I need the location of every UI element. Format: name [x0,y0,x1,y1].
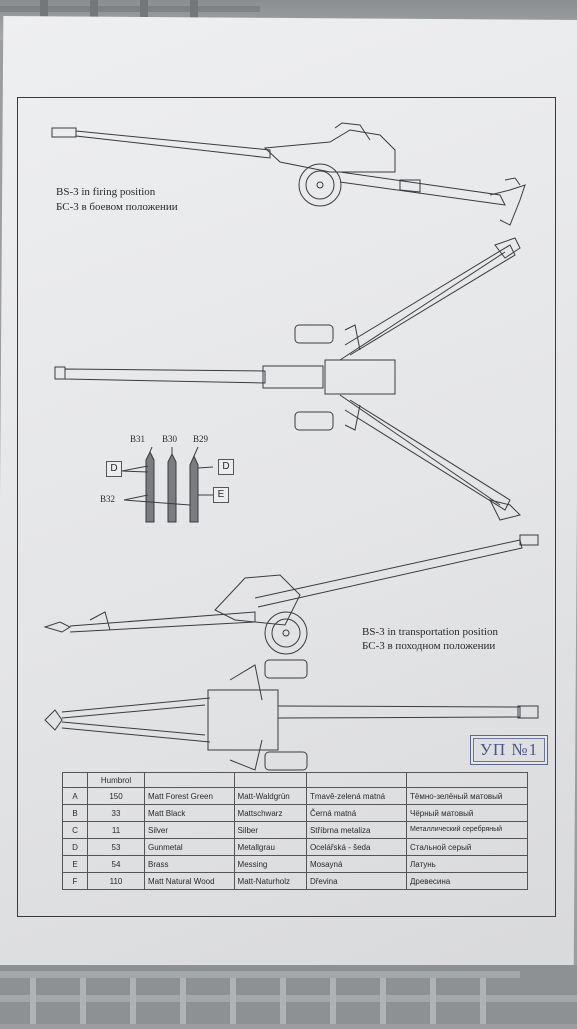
caption-transport-ru: БС-3 в походном положении [362,640,496,652]
header-cell [405,772,529,788]
table-cell: Silver [144,821,235,839]
table-row: C 11 Silver Silber Stříbrna metaliza Мет… [62,821,529,839]
table-cell: A [62,787,88,805]
table-cell: Mattschwarz [233,804,307,822]
table-cell: Латунь [405,855,529,873]
label-b29: B29 [193,434,209,444]
header-cell [305,772,407,788]
table-cell: Ocelářská - šeda [305,838,407,856]
table-row: A 150 Matt Forest Green Matt-Waldgrün Tm… [62,787,529,805]
top-view-firing-drawing [54,237,521,521]
table-cell: 54 [87,855,145,873]
table-cell: Messing [233,855,307,873]
shells-drawing [121,446,214,523]
label-b30: B30 [162,434,178,444]
table-cell: 33 [87,804,145,822]
table-cell: Металлический серебряный [405,821,529,839]
table-cell: Mosayná [305,855,407,873]
label-box-d-left: D [106,461,122,477]
header-cell [233,772,307,788]
top-view-transport-drawing [44,659,539,771]
table-cell: 150 [87,787,145,805]
table-cell: D [62,838,88,856]
paint-table: Humbrol A 150 Matt Forest Green Matt-Wal… [62,772,529,890]
table-row: D 53 Gunmetal Metallgrau Ocelářská - šed… [62,838,529,856]
caption-firing-ru: БС-3 в боевом положении [56,201,178,213]
paint-table-header: Humbrol [62,772,529,788]
table-cell: C [62,821,88,839]
table-cell: 53 [87,838,145,856]
table-cell: Тёмно-зелёный матовый [405,787,529,805]
table-cell: 11 [87,821,145,839]
label-box-e: E [213,487,229,503]
label-b32: B32 [100,494,116,504]
table-cell: Gunmetal [144,838,235,856]
table-cell: Černá matná [305,804,407,822]
table-row: B 33 Matt Black Mattschwarz Černá matná … [62,804,529,822]
table-cell: Древесина [405,872,529,890]
table-cell: B [62,804,88,822]
table-cell: Matt Black [144,804,235,822]
table-cell: Matt Natural Wood [144,872,235,890]
label-box-d-right: D [218,459,234,475]
table-cell: Brass [144,855,235,873]
header-cell [144,772,235,788]
table-cell: Matt-Waldgrün [233,787,307,805]
drawing-frame [17,97,556,917]
table-cell: Matt Forest Green [144,787,235,805]
header-cell [62,772,88,788]
table-cell: Metallgrau [233,838,307,856]
table-cell: Silber [233,821,307,839]
side-view-firing-drawing [51,122,526,226]
table-cell: Стальной серый [405,838,529,856]
table-row: F 110 Matt Natural Wood Matt-Naturholz D… [62,872,529,890]
table-cell: Stříbrna metaliza [305,821,407,839]
sprue-frame-bottom [0,965,577,1024]
caption-transport-en: BS-3 in transportation position [362,626,498,638]
stamp: УП №1 [470,735,548,765]
table-cell: Чёрный матовый [405,804,529,822]
side-view-transport-drawing [43,534,539,655]
table-cell: F [62,872,88,890]
table-cell: Tmavě-zelená matná [305,787,407,805]
caption-firing-en: BS-3 in firing position [56,186,156,198]
label-b31: B31 [130,434,146,444]
table-row: E 54 Brass Messing Mosayná Латунь [62,855,529,873]
table-cell: 110 [87,872,145,890]
header-cell: Humbrol [87,772,145,788]
table-cell: Matt-Naturholz [233,872,307,890]
table-cell: Dřevina [305,872,407,890]
table-cell: E [62,855,88,873]
